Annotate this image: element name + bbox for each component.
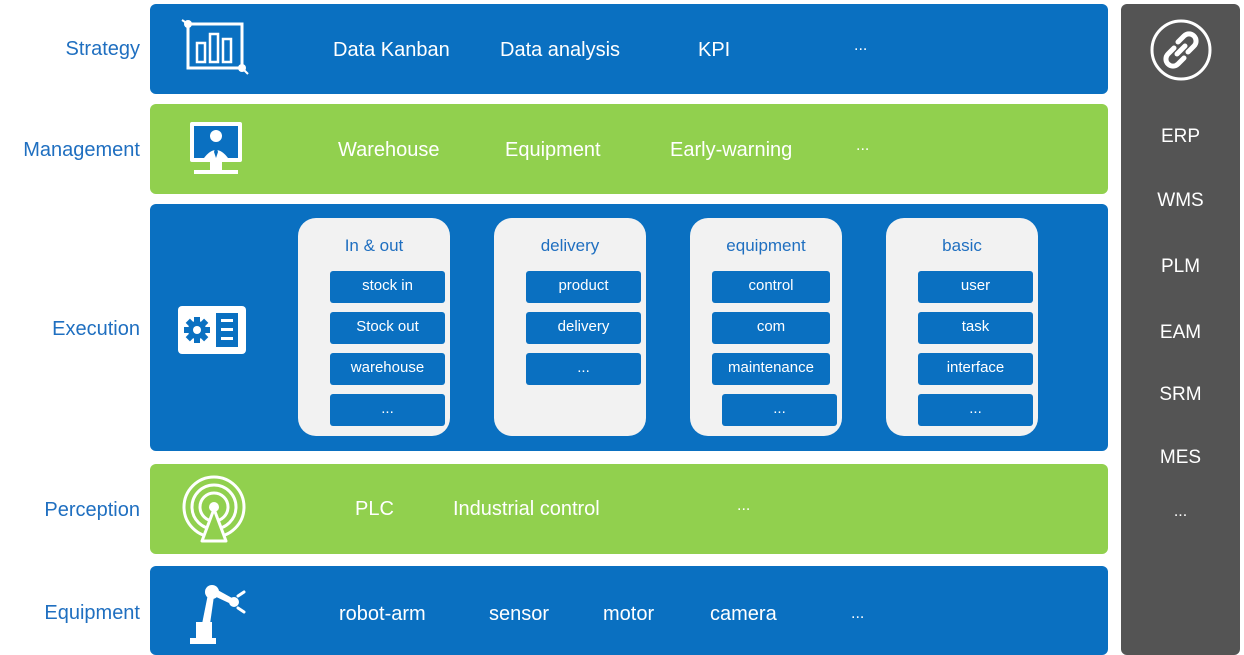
perception-item: ... bbox=[737, 497, 751, 514]
equipment-band: robot-arm sensor motor camera ... bbox=[150, 566, 1108, 655]
equipment-item: camera bbox=[710, 603, 777, 625]
management-item: ... bbox=[856, 137, 870, 154]
systems-sidebar: ERP WMS PLM EAM SRM MES ... bbox=[1121, 4, 1240, 655]
layer-label-management: Management bbox=[23, 139, 140, 161]
module-equipment: equipment control com maintenance ... bbox=[690, 218, 842, 436]
system-item: WMS bbox=[1157, 190, 1204, 211]
module-item: warehouse bbox=[330, 353, 445, 385]
management-item: Warehouse bbox=[338, 139, 440, 161]
layer-label-perception: Perception bbox=[44, 499, 140, 521]
module-basic: basic user task interface ... bbox=[886, 218, 1038, 436]
perception-item: PLC bbox=[355, 498, 394, 520]
module-in-out: In & out stock in Stock out warehouse ..… bbox=[298, 218, 450, 436]
module-item: control bbox=[712, 271, 830, 303]
strategy-item: KPI bbox=[698, 39, 731, 61]
strategy-item: ... bbox=[854, 37, 868, 54]
module-item: task bbox=[918, 312, 1033, 344]
module-title: equipment bbox=[726, 236, 806, 255]
management-band: Warehouse Equipment Early-warning ... bbox=[150, 104, 1108, 194]
system-item: ... bbox=[1173, 503, 1188, 520]
bar-chart-board-icon bbox=[181, 19, 249, 75]
manager-monitor-icon bbox=[190, 122, 242, 174]
module-delivery: delivery product delivery ... bbox=[494, 218, 646, 436]
module-item: Stock out bbox=[330, 312, 445, 344]
module-item: ... bbox=[330, 394, 445, 426]
layer-label-strategy: Strategy bbox=[65, 38, 140, 60]
strategy-item: Data Kanban bbox=[333, 39, 450, 61]
equipment-item: robot-arm bbox=[339, 603, 426, 625]
module-item: ... bbox=[526, 353, 641, 385]
module-item: ... bbox=[918, 394, 1033, 426]
system-item: EAM bbox=[1159, 322, 1202, 343]
link-icon bbox=[1150, 19, 1212, 81]
module-title: In & out bbox=[344, 236, 404, 255]
module-item: user bbox=[918, 271, 1033, 303]
module-item: ... bbox=[722, 394, 837, 426]
settings-card-icon bbox=[178, 306, 246, 354]
module-title: basic bbox=[942, 236, 982, 255]
module-item: delivery bbox=[526, 312, 641, 344]
layer-label-execution: Execution bbox=[52, 318, 140, 340]
system-item: ERP bbox=[1160, 126, 1201, 147]
equipment-item: motor bbox=[603, 603, 655, 625]
signal-antenna-icon bbox=[182, 475, 246, 543]
robot-arm-icon bbox=[190, 585, 246, 644]
perception-item: Industrial control bbox=[453, 498, 600, 520]
module-item: product bbox=[526, 271, 641, 303]
strategy-item: Data analysis bbox=[500, 39, 621, 61]
module-item: maintenance bbox=[712, 353, 830, 385]
module-item: com bbox=[712, 312, 830, 344]
execution-band: In & out stock in Stock out warehouse ..… bbox=[150, 204, 1108, 451]
management-item: Early-warning bbox=[670, 139, 793, 161]
module-item: stock in bbox=[330, 271, 445, 303]
system-item: MES bbox=[1159, 447, 1202, 468]
equipment-item: ... bbox=[851, 605, 865, 622]
equipment-item: sensor bbox=[489, 603, 550, 625]
strategy-band: Data Kanban Data analysis KPI ... bbox=[150, 4, 1108, 94]
system-item: SRM bbox=[1159, 384, 1202, 405]
system-item: PLM bbox=[1160, 256, 1201, 277]
layer-label-equipment: Equipment bbox=[44, 602, 140, 624]
module-item: interface bbox=[918, 353, 1033, 385]
management-item: Equipment bbox=[505, 139, 601, 161]
perception-band: PLC Industrial control ... bbox=[150, 464, 1108, 554]
module-title: delivery bbox=[540, 236, 600, 255]
